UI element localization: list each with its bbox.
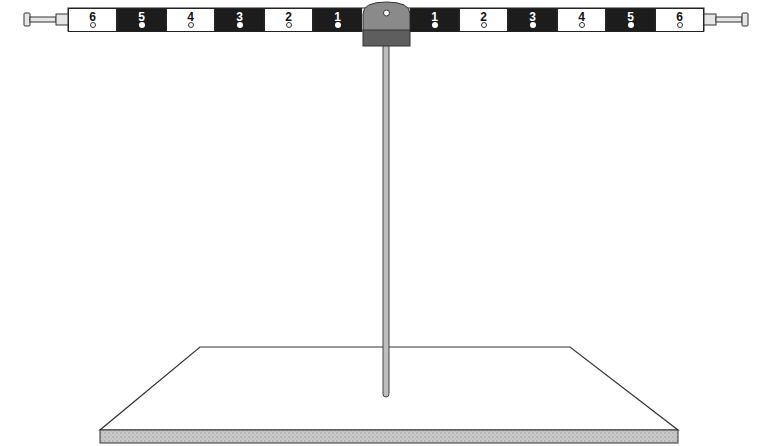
position-number: 5	[118, 9, 165, 23]
beam-cell: 2	[264, 8, 313, 32]
position-number: 1	[314, 9, 361, 23]
beam-cell: 3	[508, 8, 557, 32]
beam-cell: 4	[557, 8, 606, 32]
beam-cell: 3	[215, 8, 264, 32]
end-screw	[24, 13, 68, 26]
position-number: 5	[607, 9, 654, 23]
pivot-head	[363, 2, 410, 31]
beam-cell: 6	[68, 8, 117, 32]
position-number: 4	[167, 9, 214, 23]
pivot-hole	[384, 10, 390, 16]
beam-cell: 5	[117, 8, 166, 32]
position-number: 3	[509, 9, 556, 23]
beam-cell: 6	[655, 8, 704, 32]
beam-cell: 5	[606, 8, 655, 32]
position-number: 2	[460, 9, 507, 23]
beam-cell: 1	[410, 8, 459, 32]
position-number: 4	[558, 9, 605, 23]
base-edge	[100, 430, 678, 443]
beam-cell: 1	[313, 8, 362, 32]
end-screw	[704, 13, 748, 26]
position-number: 3	[216, 9, 263, 23]
position-number: 1	[411, 9, 458, 23]
position-number: 2	[265, 9, 312, 23]
beam-cell: 4	[166, 8, 215, 32]
support-rod	[383, 44, 389, 397]
beam-cell: 2	[459, 8, 508, 32]
position-number: 6	[656, 9, 703, 23]
pivot-clamp	[363, 30, 410, 46]
position-number: 6	[69, 9, 116, 23]
